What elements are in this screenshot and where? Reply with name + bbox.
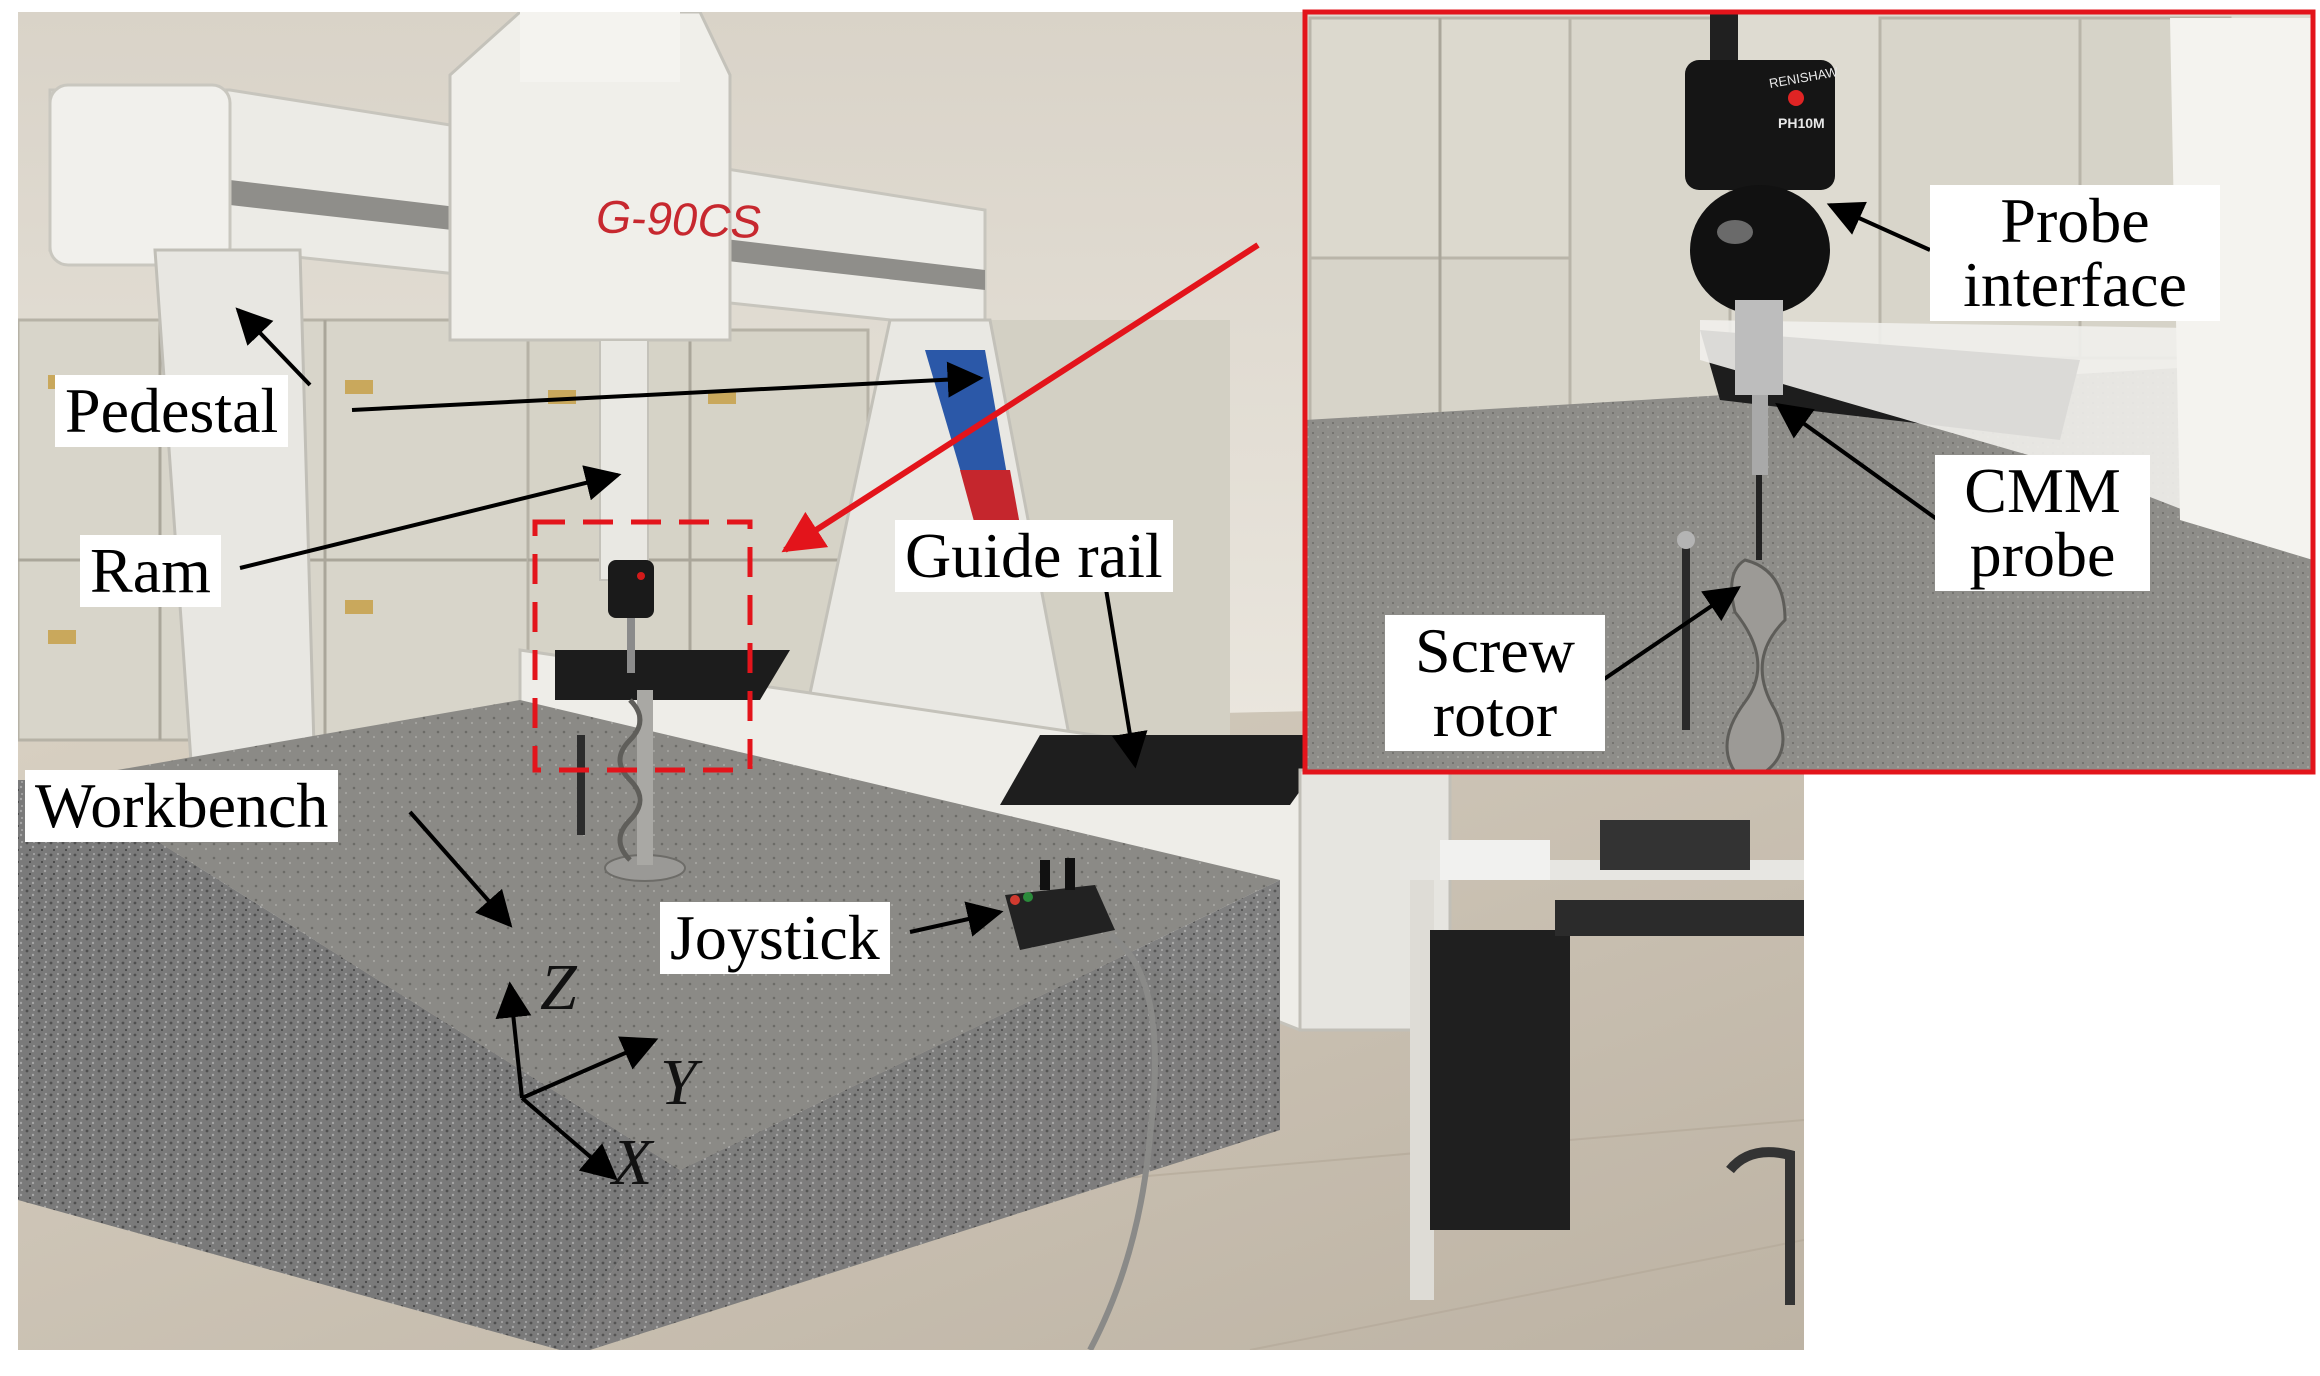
ram-column <box>599 339 649 581</box>
highlight-box <box>532 519 753 773</box>
label-probe-interface: Probe interface <box>1930 185 2220 321</box>
screw-rotor-object <box>577 690 686 882</box>
label-cmm-probe-line1: CMM <box>1964 455 2121 526</box>
inset-frame <box>1302 9 2316 775</box>
machine-brand-text: G-90CS <box>591 190 767 248</box>
bridge-beam <box>48 12 987 342</box>
joystick-device <box>1005 858 1158 1350</box>
axis-label-z: Z <box>540 951 577 1024</box>
leader-arrows <box>235 201 1947 937</box>
label-screw-rotor-line2: rotor <box>1432 679 1558 750</box>
coordinate-axes <box>495 981 659 1181</box>
probe-head-small <box>608 560 654 618</box>
label-probe-interface-line1: Probe <box>2000 185 2150 256</box>
label-cmm-probe-line2: probe <box>1969 519 2116 590</box>
probe-head-large: RENISHAW PH10M <box>1685 12 1840 560</box>
axis-label-x: X <box>612 1126 653 1199</box>
desk-area <box>1400 820 1804 1305</box>
axis-label-y: Y <box>660 1046 697 1119</box>
probe-model-text: PH10M <box>1778 115 1825 131</box>
label-cmm-probe: CMM probe <box>1935 455 2150 591</box>
label-screw-rotor-line1: Screw <box>1415 615 1575 686</box>
label-joystick: Joystick <box>660 902 890 974</box>
label-ram: Ram <box>80 535 221 607</box>
label-screw-rotor: Screw rotor <box>1385 615 1605 751</box>
label-pedestal: Pedestal <box>55 375 289 447</box>
label-probe-interface-line2: interface <box>1963 249 2187 320</box>
highlight-arrow <box>781 242 1260 553</box>
label-workbench: Workbench <box>25 770 339 842</box>
label-guide-rail: Guide rail <box>895 520 1173 592</box>
